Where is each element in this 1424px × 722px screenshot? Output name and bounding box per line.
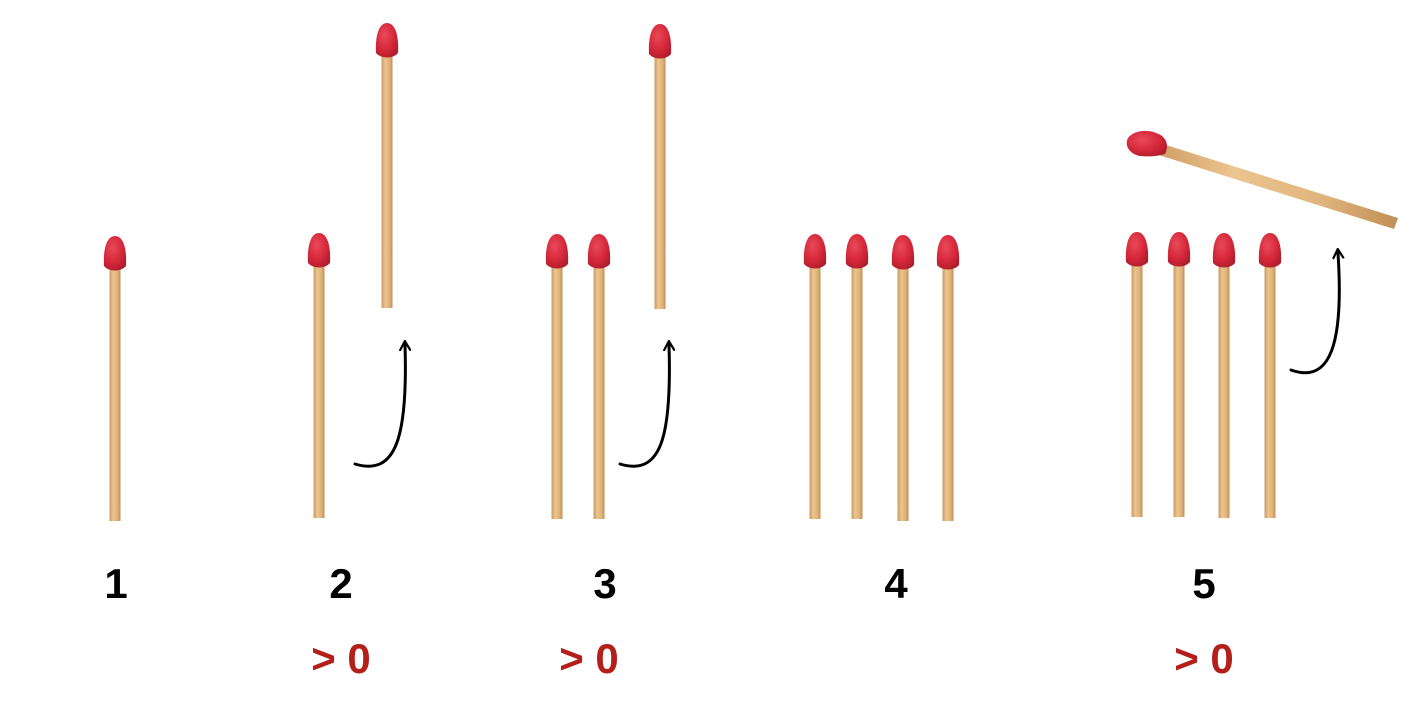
matches-layer: [103, 23, 1398, 521]
match-stick: [1146, 140, 1398, 229]
group-5-match-2: [1167, 232, 1191, 517]
group-4-number: 4: [884, 560, 908, 607]
match-stick: [1131, 250, 1143, 517]
match-head: [1125, 232, 1149, 267]
group-5-match-1: [1125, 232, 1149, 517]
arrows-layer: [353, 253, 1339, 468]
match-head: [587, 234, 611, 269]
match-stick: [551, 252, 563, 519]
group-4-match-2: [845, 234, 869, 519]
match-stick: [1264, 251, 1276, 518]
group-4-match-1: [803, 234, 827, 519]
group-2-condition: > 0: [311, 635, 371, 682]
group-1-match-1: [103, 236, 127, 521]
group-5-moved-match: [1126, 130, 1398, 229]
group-3-match-2: [587, 234, 611, 519]
group-3-move-arrow: [618, 345, 669, 468]
group-5-condition: > 0: [1174, 635, 1234, 682]
match-head: [1212, 233, 1236, 268]
group-3-match-1: [545, 234, 569, 519]
match-head: [648, 24, 672, 59]
match-stick: [654, 42, 666, 309]
match-head: [307, 233, 331, 268]
match-head: [545, 234, 569, 269]
match-stick: [809, 252, 821, 519]
group-2-number: 2: [329, 560, 352, 607]
match-head: [1167, 232, 1191, 267]
group-5-move-arrow: [1289, 253, 1339, 375]
match-stick: [897, 253, 909, 521]
match-stick: [851, 252, 863, 519]
match-head: [803, 234, 827, 269]
match-head: [1126, 130, 1167, 157]
group-1-number: 1: [104, 560, 127, 607]
group-4-match-4: [936, 235, 960, 521]
match-head: [375, 23, 399, 58]
group-3-condition: > 0: [559, 635, 619, 682]
group-5-match-3: [1212, 233, 1236, 518]
group-2-match-1: [307, 233, 331, 518]
group-2-moved-match: [375, 23, 399, 308]
group-2-move-arrow: [353, 345, 405, 468]
match-stick: [1173, 250, 1185, 517]
group-3-moved-match: [648, 24, 672, 309]
group-5-match-4: [1258, 233, 1282, 518]
match-stick: [1218, 251, 1230, 518]
match-head: [936, 235, 960, 270]
match-stick: [313, 251, 325, 518]
group-5-number: 5: [1192, 560, 1215, 607]
group-4-match-3: [891, 235, 915, 521]
match-stick: [593, 252, 605, 519]
match-head: [891, 235, 915, 270]
match-head: [1258, 233, 1282, 268]
match-stick: [109, 254, 121, 521]
match-stick: [942, 253, 954, 521]
match-stick: [381, 41, 393, 308]
match-head: [103, 236, 127, 271]
group-3-number: 3: [593, 560, 616, 607]
match-head: [845, 234, 869, 269]
